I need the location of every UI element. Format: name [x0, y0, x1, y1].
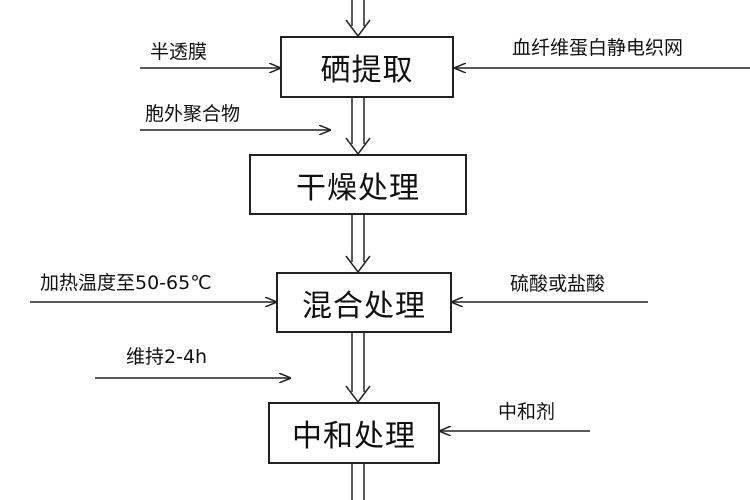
step-label: 硒提取	[320, 53, 414, 88]
flow-connector-bottom	[351, 463, 365, 500]
step-neutralization: 中和处理	[268, 402, 440, 464]
label-polymer: 胞外聚合物	[145, 103, 241, 125]
step-label: 干燥处理	[296, 170, 420, 206]
label-hold: 维持2-4h	[126, 346, 208, 368]
flow-connector-dry-to-mix	[345, 214, 371, 274]
label-heat: 加热温度至50-65℃	[40, 272, 212, 294]
step-mixing: 混合处理	[276, 272, 452, 333]
label-membrane: 半透膜	[150, 41, 208, 63]
step-selenium-extraction: 硒提取	[280, 36, 454, 98]
flow-connector-extract-to-dry	[345, 97, 371, 156]
step-label: 混合处理	[302, 288, 426, 324]
flow-connector-top	[345, 0, 371, 38]
flow-connector-mix-to-neutralize	[345, 332, 371, 404]
label-neutralizer: 中和剂	[498, 401, 556, 423]
step-drying: 干燥处理	[249, 154, 467, 215]
label-acid: 硫酸或盐酸	[510, 273, 606, 295]
label-fiber-web: 血纤维蛋白静电织网	[512, 37, 684, 59]
step-label: 中和处理	[292, 419, 416, 454]
